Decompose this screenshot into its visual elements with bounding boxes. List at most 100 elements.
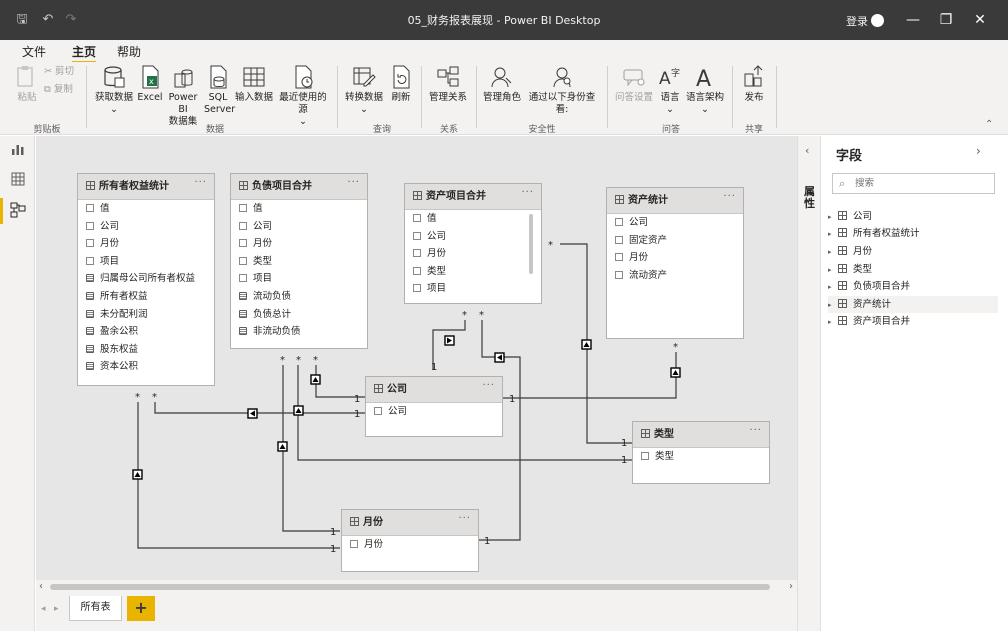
tab-file[interactable]: 文件 bbox=[22, 45, 47, 59]
field-row[interactable]: 类型 bbox=[633, 448, 769, 466]
field-row[interactable]: 月份 bbox=[342, 536, 478, 554]
tab-help[interactable]: 帮助 bbox=[117, 45, 142, 59]
search-input[interactable] bbox=[855, 176, 985, 191]
expand-icon[interactable]: ▸ bbox=[828, 248, 832, 256]
publish-button[interactable]: 发布 bbox=[740, 64, 768, 104]
field-row[interactable]: 值 bbox=[78, 200, 214, 218]
field-row[interactable]: 类型 bbox=[405, 263, 541, 281]
view-as-button[interactable]: 通过以下身份查看: bbox=[523, 64, 601, 116]
more-options-icon[interactable]: ··· bbox=[194, 177, 207, 188]
field-row[interactable]: 值 bbox=[405, 210, 541, 228]
expand-icon[interactable]: ▸ bbox=[828, 230, 832, 238]
expand-icon[interactable]: ▸ bbox=[828, 301, 832, 309]
field-row[interactable]: 项目 bbox=[405, 280, 541, 298]
tab-all-tables[interactable]: 所有表 bbox=[69, 596, 122, 621]
field-row[interactable]: 类型 bbox=[231, 253, 367, 271]
measure-row[interactable]: 股东权益 bbox=[78, 341, 214, 359]
field-row[interactable]: 项目 bbox=[231, 270, 367, 288]
refresh-button[interactable]: 刷新 bbox=[388, 64, 414, 104]
field-row[interactable]: 公司 bbox=[607, 214, 743, 232]
undo-icon[interactable]: ↶ bbox=[42, 12, 54, 27]
more-options-icon[interactable]: ··· bbox=[482, 380, 495, 391]
linguistic-schema-button[interactable]: A 语言架构⌄ bbox=[685, 64, 725, 116]
field-row[interactable]: 公司 bbox=[366, 403, 502, 421]
table-card-asset-items[interactable]: 资产项目合并··· 值 公司 月份 类型 项目 bbox=[404, 183, 542, 304]
field-row[interactable]: 值 bbox=[231, 200, 367, 218]
table-header[interactable]: 资产项目合并··· bbox=[405, 184, 541, 210]
sign-in-link[interactable]: 登录 bbox=[846, 15, 868, 28]
field-row[interactable]: 月份 bbox=[231, 235, 367, 253]
save-icon[interactable]: 🖫 bbox=[16, 12, 28, 27]
field-list-item[interactable]: ▸所有者权益统计 bbox=[828, 225, 998, 242]
table-card-asset-stats[interactable]: 资产统计··· 公司 固定资产 月份 流动资产 bbox=[606, 187, 744, 339]
scroll-thumb[interactable] bbox=[50, 584, 770, 590]
measure-row[interactable]: 资本公积 bbox=[78, 358, 214, 376]
table-header[interactable]: 所有者权益统计··· bbox=[78, 174, 214, 200]
measure-row[interactable]: 流动负债 bbox=[231, 288, 367, 306]
table-header[interactable]: 公司··· bbox=[366, 377, 502, 403]
chevron-right-icon[interactable]: › bbox=[976, 144, 981, 158]
more-options-icon[interactable]: ··· bbox=[458, 513, 471, 524]
minimize-button[interactable]: — bbox=[906, 12, 920, 28]
table-header[interactable]: 类型··· bbox=[633, 422, 769, 448]
measure-row[interactable]: 负债总计 bbox=[231, 306, 367, 324]
expand-icon[interactable]: ▸ bbox=[828, 266, 832, 274]
field-list-item[interactable]: ▸资产项目合并 bbox=[828, 313, 998, 330]
field-row[interactable]: 月份 bbox=[405, 245, 541, 263]
field-row[interactable]: 公司 bbox=[231, 218, 367, 236]
transform-data-button[interactable]: 转换数据⌄ bbox=[344, 64, 384, 116]
field-list-item[interactable]: ▸月份 bbox=[828, 243, 998, 260]
field-list-item[interactable]: ▸资产统计 bbox=[828, 296, 998, 313]
enter-data-button[interactable]: 输入数据 bbox=[234, 64, 274, 104]
more-options-icon[interactable]: ··· bbox=[347, 177, 360, 188]
table-card-month[interactable]: 月份··· 月份 bbox=[341, 509, 479, 572]
chevron-left-icon[interactable]: ‹ bbox=[805, 144, 810, 157]
properties-pane-collapsed[interactable]: ‹ 属性 bbox=[797, 136, 821, 631]
paste-button[interactable]: 粘贴 bbox=[14, 64, 40, 104]
table-header[interactable]: 月份··· bbox=[342, 510, 478, 536]
more-options-icon[interactable]: ··· bbox=[723, 191, 736, 202]
horizontal-scrollbar[interactable]: ‹ › bbox=[36, 580, 797, 594]
table-card-company[interactable]: 公司··· 公司 bbox=[365, 376, 503, 437]
avatar[interactable] bbox=[871, 14, 884, 27]
field-row[interactable]: 月份 bbox=[78, 235, 214, 253]
redo-icon[interactable]: ↷ bbox=[65, 12, 77, 27]
tab-next-icon[interactable]: ▸ bbox=[54, 604, 59, 614]
measure-row[interactable]: 盈余公积 bbox=[78, 323, 214, 341]
measure-row[interactable]: 所有者权益 bbox=[78, 288, 214, 306]
more-options-icon[interactable]: ··· bbox=[521, 187, 534, 198]
table-scrollbar[interactable] bbox=[529, 214, 533, 274]
table-header[interactable]: 负债项目合并··· bbox=[231, 174, 367, 200]
measure-row[interactable]: 非流动负债 bbox=[231, 323, 367, 341]
fields-search[interactable]: ⌕ bbox=[832, 173, 995, 194]
tab-home[interactable]: 主页 bbox=[72, 43, 97, 63]
data-view-icon[interactable] bbox=[9, 172, 26, 189]
field-row[interactable]: 固定资产 bbox=[607, 232, 743, 250]
copy-button[interactable]: ⧉ 复制 bbox=[44, 84, 73, 96]
table-header[interactable]: 资产统计··· bbox=[607, 188, 743, 214]
cut-button[interactable]: ✂ 剪切 bbox=[44, 66, 74, 78]
scroll-right-icon[interactable]: › bbox=[789, 581, 793, 592]
model-view-icon[interactable] bbox=[9, 202, 26, 219]
field-list-item[interactable]: ▸负债项目合并 bbox=[828, 278, 998, 295]
expand-icon[interactable]: ▸ bbox=[828, 318, 832, 326]
collapse-ribbon-icon[interactable]: ⌃ bbox=[985, 119, 994, 130]
manage-roles-button[interactable]: 管理角色 bbox=[482, 64, 522, 104]
field-list-item[interactable]: ▸公司 bbox=[828, 208, 998, 225]
table-card-owners[interactable]: 所有者权益统计··· 值 公司 月份 项目 归属母公司所有者权益 所有者权益 未… bbox=[77, 173, 215, 386]
tab-prev-icon[interactable]: ◂ bbox=[41, 604, 46, 614]
measure-row[interactable]: 归属母公司所有者权益 bbox=[78, 270, 214, 288]
excel-button[interactable]: x Excel bbox=[137, 64, 163, 104]
field-row[interactable]: 公司 bbox=[405, 228, 541, 246]
field-row[interactable]: 流动资产 bbox=[607, 267, 743, 285]
get-data-button[interactable]: 获取数据⌄ bbox=[92, 64, 136, 116]
add-layout-button[interactable]: + bbox=[127, 596, 155, 621]
field-row[interactable]: 月份 bbox=[607, 249, 743, 267]
field-list-item[interactable]: ▸类型 bbox=[828, 261, 998, 278]
qa-setup-button[interactable]: 问答设置 bbox=[613, 64, 655, 104]
recent-sources-button[interactable]: 最近使用的源⌄ bbox=[275, 64, 331, 128]
manage-relationships-button[interactable]: 管理关系 bbox=[428, 64, 468, 104]
